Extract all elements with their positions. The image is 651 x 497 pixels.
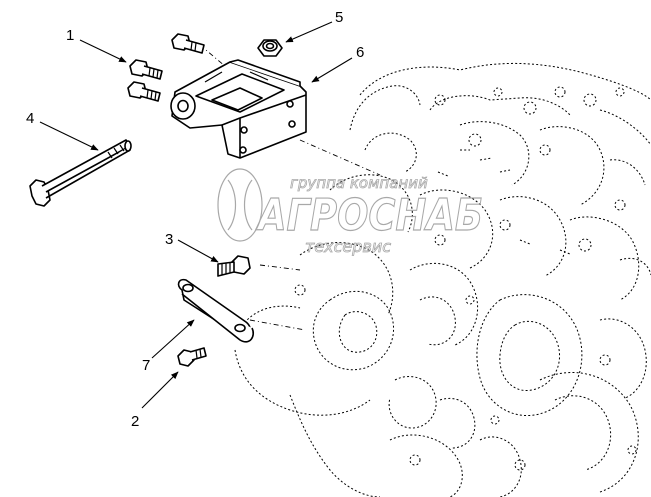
- callout-7: 7: [142, 357, 150, 374]
- alignment-lines: [199, 44, 381, 331]
- callout-2: 2: [131, 413, 139, 430]
- callout-4: 4: [26, 110, 34, 127]
- link-plate-part-7: [177, 278, 255, 343]
- long-bolt-part-4: [29, 139, 132, 207]
- watermark: группа компаний АГРОСНАБ техсервис: [217, 168, 484, 256]
- callout-6: 6: [356, 44, 364, 61]
- callout-labels: 1 2 3 4 5 6 7: [26, 9, 364, 430]
- bolt-part-2: [177, 347, 207, 367]
- bracket-part-6: [170, 59, 307, 159]
- engine-block: [234, 62, 651, 497]
- bolt-top: [171, 33, 205, 54]
- nut-part-5: [257, 39, 283, 57]
- watermark-line1: группа компаний: [290, 174, 428, 192]
- callout-5: 5: [335, 9, 343, 26]
- watermark-line2: АГРОСНАБ: [255, 190, 483, 241]
- bolt-part-1: [127, 59, 163, 102]
- watermark-line3: техсервис: [305, 237, 391, 256]
- bolt-part-3: [217, 255, 251, 277]
- callout-1: 1: [66, 27, 74, 44]
- callout-leaders: [39, 21, 353, 409]
- callout-3: 3: [165, 231, 173, 248]
